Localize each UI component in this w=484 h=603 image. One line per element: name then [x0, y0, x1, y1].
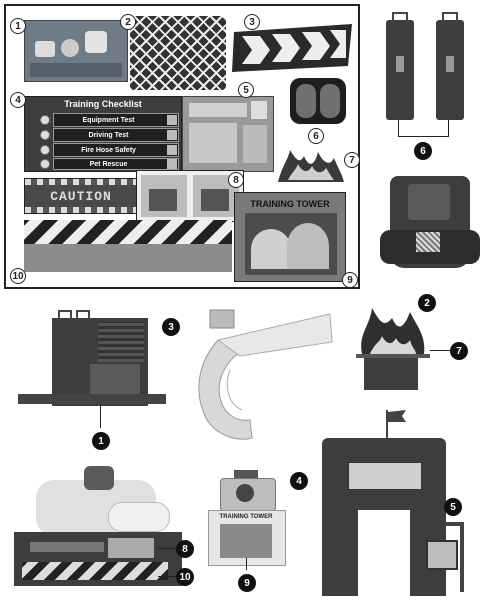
callout-part-5: 5	[444, 498, 462, 516]
part-8-10-base	[8, 466, 192, 592]
callout-9: 9	[342, 272, 358, 288]
part-1-building	[18, 310, 166, 428]
steering-wheel-icon	[40, 130, 50, 140]
callout-5: 5	[238, 82, 254, 98]
caution-text: CAUTION	[50, 189, 112, 204]
sticker-6-lights	[290, 78, 346, 124]
callout-part-3: 3	[162, 318, 180, 336]
callout-6: 6	[308, 128, 324, 144]
sticker-caution-banner: CAUTION	[24, 178, 138, 214]
paw-icon	[40, 159, 50, 169]
callout-part-4: 4	[290, 472, 308, 490]
callout-part-9: 9	[238, 574, 256, 592]
training-tower-title: TRAINING TOWER	[250, 199, 330, 209]
callout-1: 1	[10, 18, 26, 34]
checklist-title: Training Checklist	[64, 99, 142, 109]
callout-8: 8	[228, 172, 244, 188]
checklist-item: Fire Hose Safety	[40, 143, 179, 157]
callout-3: 3	[244, 14, 260, 30]
sticker-7-flames	[278, 150, 344, 182]
small-tower-label: TRAINING TOWER	[219, 514, 273, 520]
hose-icon	[40, 145, 50, 155]
part-9-small-tower: TRAINING TOWER	[206, 470, 286, 570]
sticker-1-scene	[24, 20, 128, 82]
checklist-item: Driving Test	[40, 128, 179, 142]
sticker-sheet: 1 2 3 Training Checklist Equipment Test …	[4, 4, 360, 289]
callout-part-6: 6	[414, 142, 432, 160]
sticker-3-chevron-strip	[232, 24, 352, 72]
sticker-4-training-checklist: Training Checklist Equipment Test Drivin…	[24, 96, 182, 172]
part-4-5-arch	[316, 410, 466, 600]
part-2-garage	[380, 176, 480, 282]
callout-2: 2	[120, 14, 136, 30]
callout-part-8: 8	[176, 540, 194, 558]
callout-4: 4	[10, 92, 26, 108]
sticker-2-net	[130, 16, 226, 90]
gear-icon	[40, 115, 50, 125]
callout-part-7: 7	[450, 342, 468, 360]
checklist-item: Equipment Test	[40, 113, 179, 127]
sticker-9-training-tower: TRAINING TOWER	[234, 192, 346, 282]
checklist-item: Pet Rescue	[40, 158, 179, 170]
callout-7: 7	[344, 152, 360, 168]
sticker-10-barrier	[24, 216, 232, 276]
callout-part-1: 1	[92, 432, 110, 450]
sticker-5-control-board	[182, 96, 274, 172]
part-7-flame-block	[354, 306, 432, 390]
callout-part-2: 2	[418, 294, 436, 312]
part-3-spiral-ramp	[198, 309, 333, 440]
part-6-posts	[382, 12, 474, 137]
callout-part-10: 10	[176, 568, 194, 586]
callout-10: 10	[10, 268, 26, 284]
